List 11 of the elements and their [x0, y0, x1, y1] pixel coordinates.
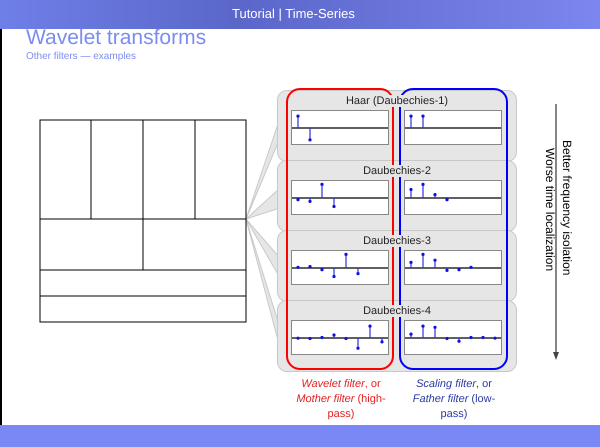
- filter-caption: Scaling filter, or Father filter (low-pass): [412, 377, 496, 422]
- axis-note: Better frequency isolation: [560, 140, 574, 276]
- filter-caption: Wavelet filter, or Mother filter (high-pass): [295, 377, 387, 422]
- filter-name: Daubechies-2: [361, 165, 433, 177]
- subtitle: Other filters — examples: [26, 51, 136, 62]
- filter-name: Haar (Daubechies-1): [344, 95, 450, 107]
- axis-note: Worse time localization: [543, 148, 557, 272]
- slide-title: Wavelet transforms: [26, 27, 206, 49]
- header-text: Tutorial | Time-Series: [232, 6, 355, 21]
- filter-name: Daubechies-4: [361, 305, 433, 317]
- filter-name: Daubechies-3: [361, 235, 433, 247]
